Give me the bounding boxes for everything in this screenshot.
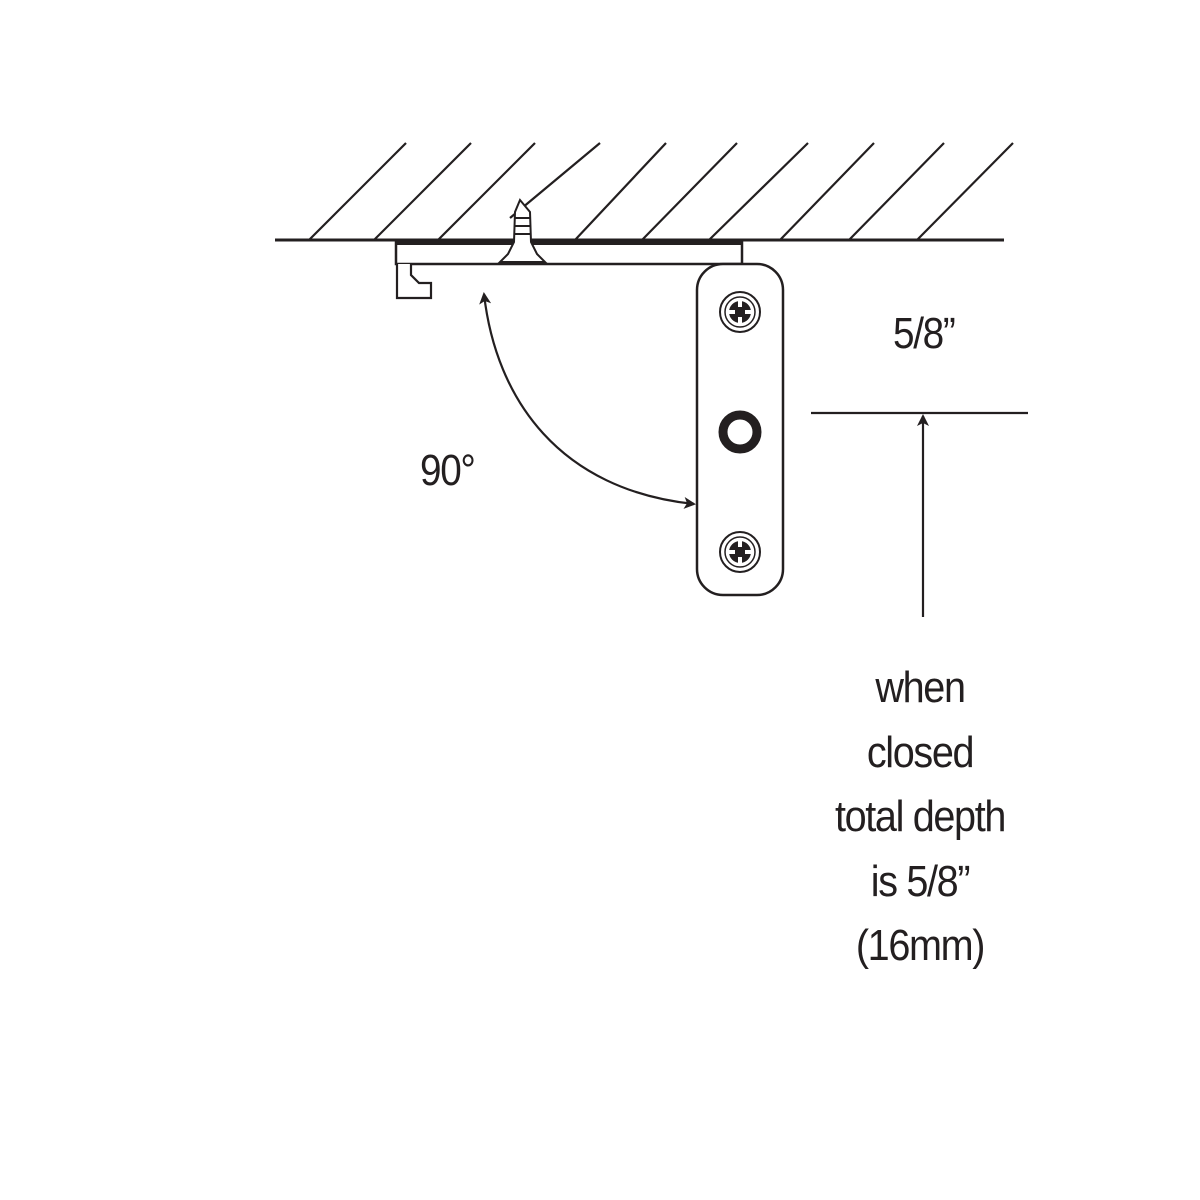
depth-note: when closed total depth is 5/8” (16mm) [790, 656, 1050, 979]
rotation-arc-arrow [479, 292, 696, 509]
hatch-line [916, 142, 1014, 241]
phillips-screw-icon [719, 291, 761, 333]
bracket-arm [695, 262, 785, 597]
plate-hook [395, 264, 433, 300]
hatch-line [437, 142, 536, 241]
hatch-line [779, 142, 875, 241]
hatch-line [641, 142, 738, 241]
dimension-label: 5/8” [893, 309, 956, 358]
hatch-line [574, 142, 667, 241]
note-line: total depth [834, 792, 1006, 841]
depth-dimension [811, 411, 1028, 617]
note-line: closed [866, 727, 975, 777]
wood-screw-icon [497, 198, 548, 263]
hatch-line [708, 142, 809, 241]
hatch-line [373, 142, 472, 241]
note-line: is 5/8” [870, 856, 971, 906]
hatched-surface [275, 142, 1014, 242]
mount-plate [394, 240, 744, 300]
note-line: (16mm) [855, 921, 986, 970]
angle-label: 90° [420, 446, 476, 495]
hatch-line [848, 142, 945, 241]
pivot-ring-icon [718, 410, 762, 454]
note-line: when [875, 663, 966, 712]
phillips-screw-icon [719, 531, 761, 573]
hatch-line [308, 142, 407, 241]
